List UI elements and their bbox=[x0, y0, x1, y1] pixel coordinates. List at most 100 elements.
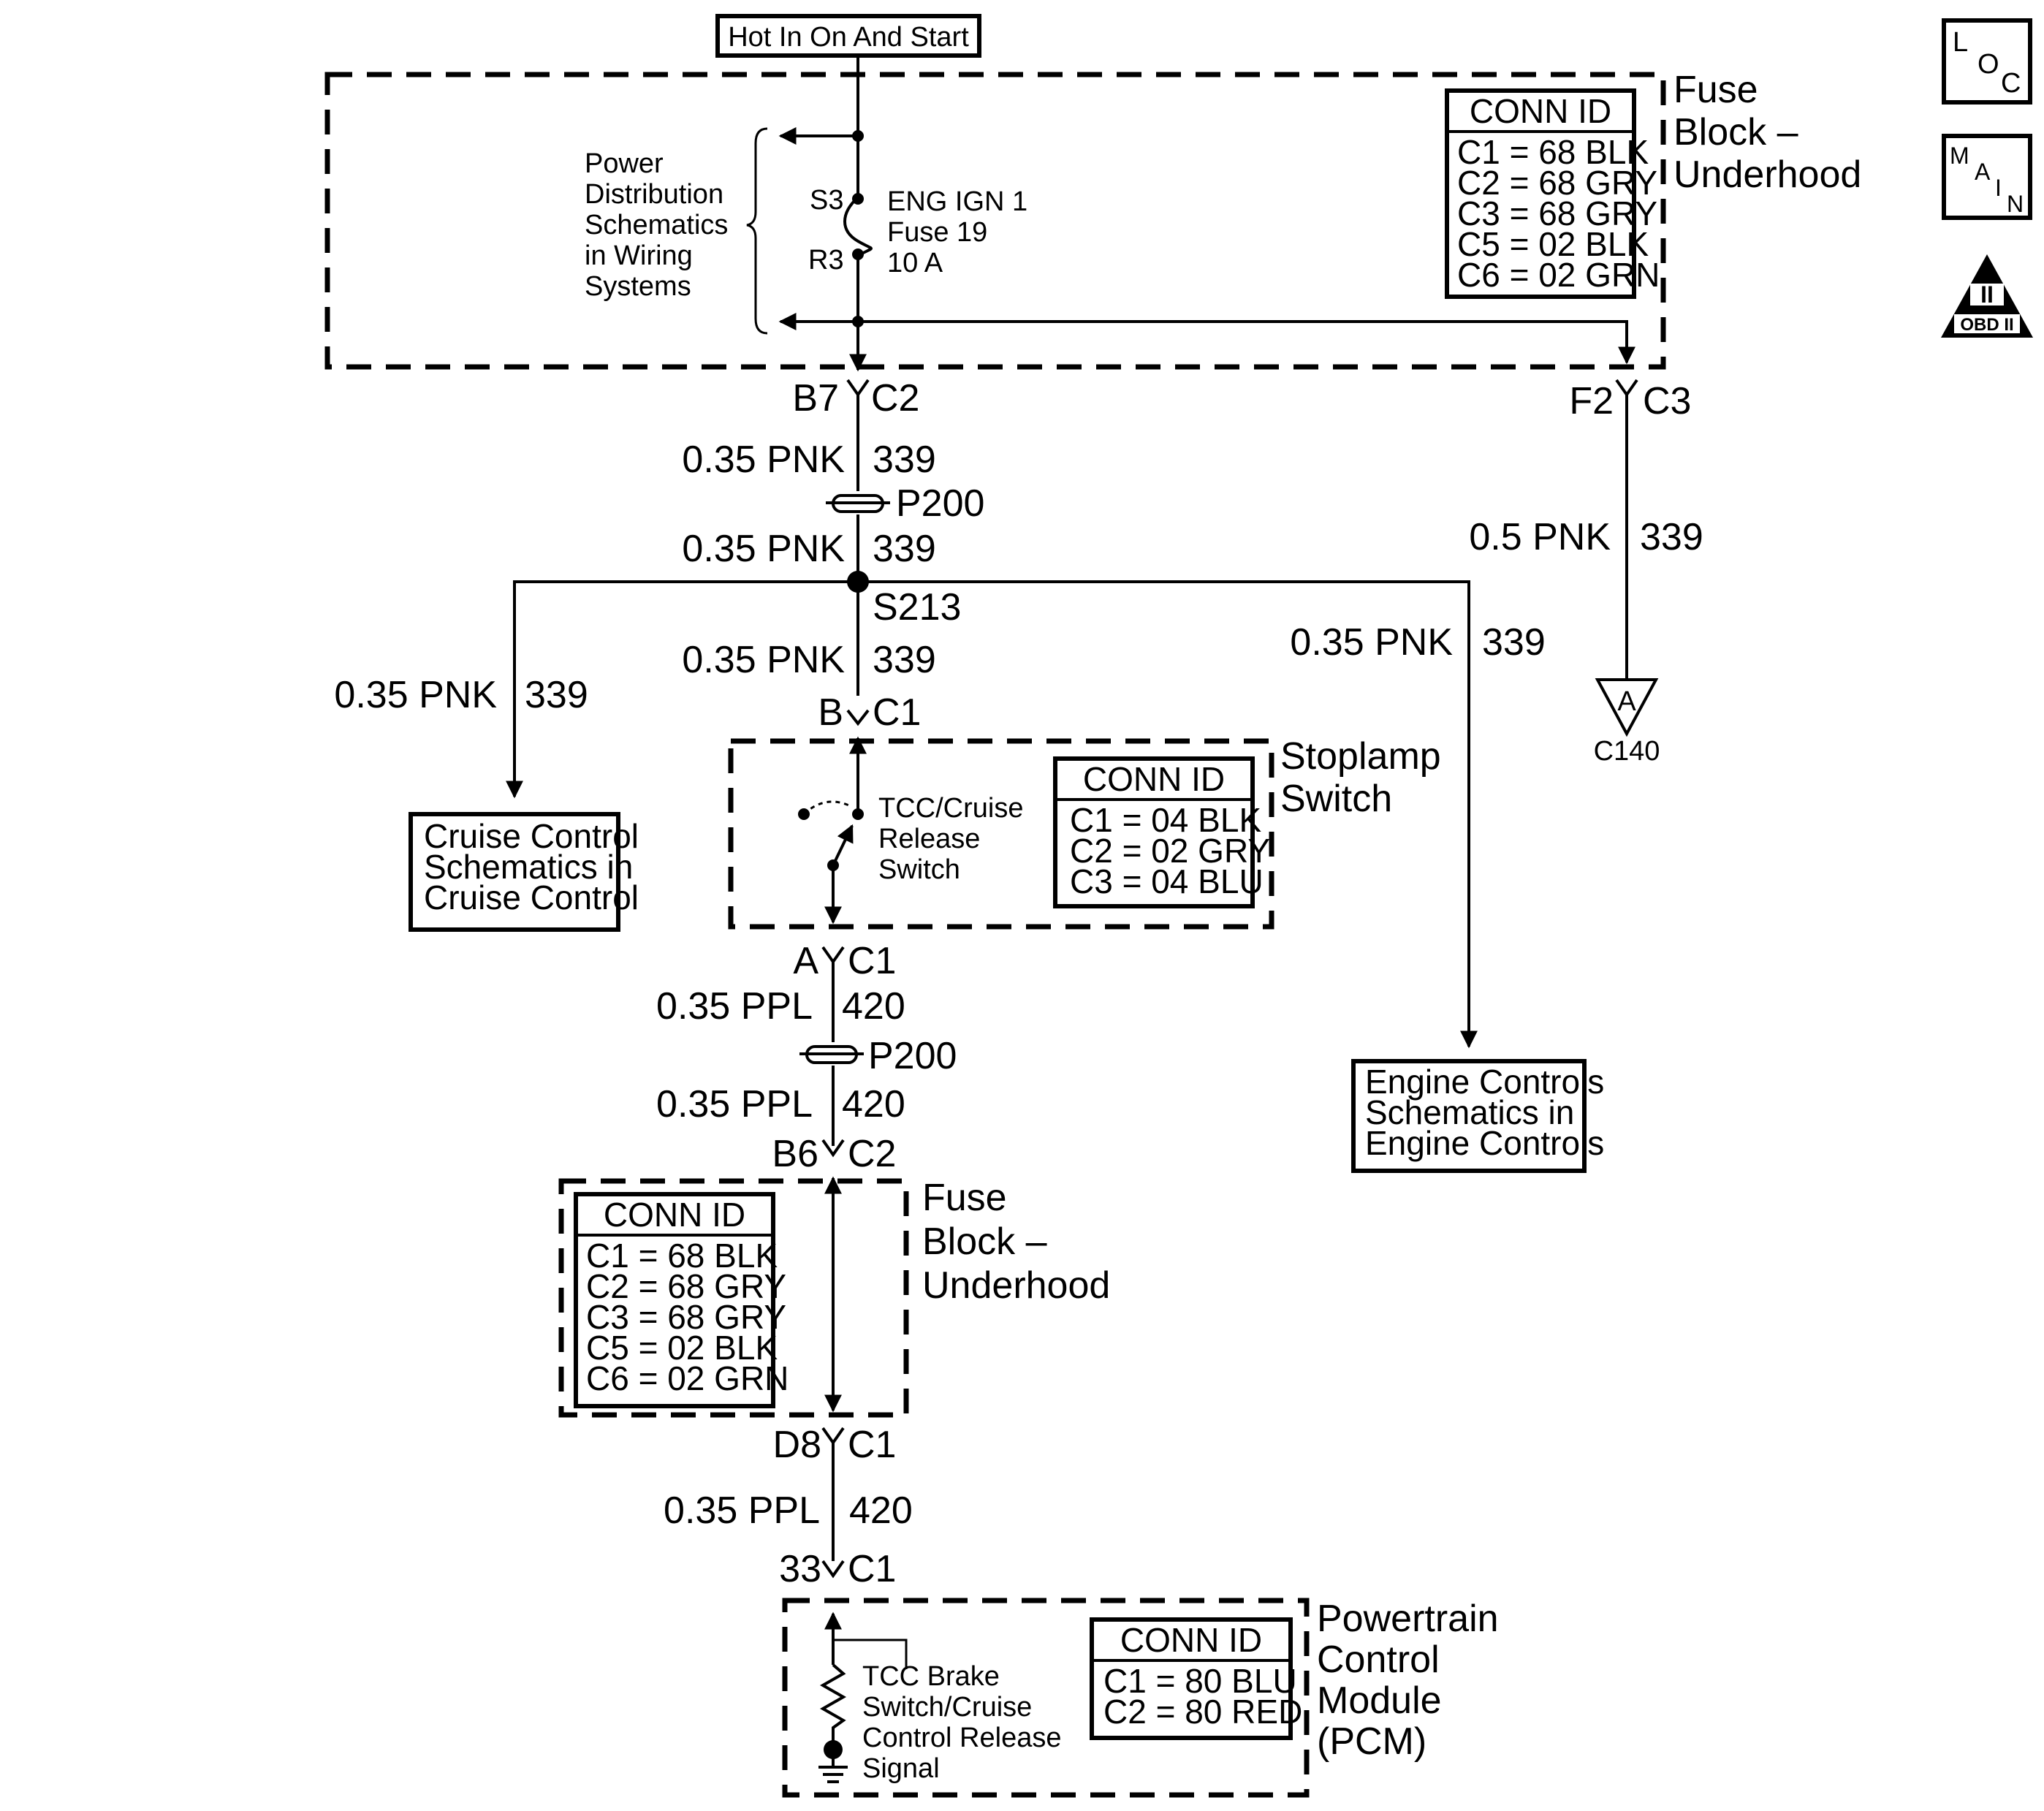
svg-text:P200: P200 bbox=[868, 1035, 957, 1077]
svg-text:C6 = 02 GRN: C6 = 02 GRN bbox=[1457, 256, 1660, 294]
fuse-block-bottom-outline bbox=[558, 1178, 909, 1418]
svg-text:C1 = 68 BLK: C1 = 68 BLK bbox=[586, 1237, 778, 1275]
svg-text:C2 = 80 RED: C2 = 80 RED bbox=[1103, 1693, 1302, 1731]
svg-text:Release: Release bbox=[878, 824, 980, 854]
svg-text:C: C bbox=[2001, 68, 2021, 99]
svg-text:Schematics in: Schematics in bbox=[424, 848, 633, 886]
svg-text:C1 = 68 BLK: C1 = 68 BLK bbox=[1457, 133, 1649, 171]
svg-text:C5 = 02 BLK: C5 = 02 BLK bbox=[586, 1329, 778, 1367]
svg-text:A: A bbox=[1975, 159, 1991, 185]
pcm-outline bbox=[782, 1598, 1310, 1798]
svg-text:C1: C1 bbox=[848, 1548, 896, 1590]
svg-text:L: L bbox=[1953, 27, 1968, 58]
svg-text:Cruise Control: Cruise Control bbox=[424, 817, 639, 855]
svg-text:C1: C1 bbox=[848, 1424, 896, 1466]
bracket bbox=[746, 127, 768, 335]
svg-text:Powertrain: Powertrain bbox=[1317, 1598, 1499, 1640]
tcc-brake-signal-label: TCC Brake Switch/Cruise Control Release … bbox=[862, 1661, 1061, 1784]
svg-text:TCC/Cruise: TCC/Cruise bbox=[878, 793, 1023, 824]
svg-text:Block –: Block – bbox=[922, 1220, 1047, 1263]
svg-text:10 A: 10 A bbox=[887, 248, 943, 278]
svg-text:Signal: Signal bbox=[862, 1753, 940, 1784]
svg-text:Switch/Cruise: Switch/Cruise bbox=[862, 1692, 1032, 1723]
stoplamp-switch-label: Stoplamp Switch bbox=[1280, 735, 1441, 820]
svg-text:A: A bbox=[1617, 686, 1636, 717]
svg-text:0.35 PPL: 0.35 PPL bbox=[664, 1489, 820, 1532]
fuse-block-top-conn-id: CONN ID C1 = 68 BLK C2 = 68 GRY C3 = 68 … bbox=[1445, 88, 1660, 299]
svg-text:Control: Control bbox=[1317, 1639, 1440, 1681]
loc-icon: L O C bbox=[1942, 18, 2032, 105]
pcm-conn-id: CONN ID C1 = 80 BLU C2 = 80 RED bbox=[1090, 1617, 1302, 1740]
svg-text:C1 = 04 BLK: C1 = 04 BLK bbox=[1070, 801, 1261, 839]
obd-ii-icon: II OBD II bbox=[1941, 254, 2033, 338]
svg-text:C1: C1 bbox=[848, 940, 896, 982]
cruise-control-ref: Cruise Control Schematics in Cruise Cont… bbox=[409, 812, 639, 932]
svg-text:Switch: Switch bbox=[1280, 778, 1392, 820]
svg-text:N: N bbox=[2007, 191, 2024, 217]
svg-text:A: A bbox=[793, 940, 818, 982]
svg-text:ENG IGN 1: ENG IGN 1 bbox=[887, 186, 1027, 217]
svg-text:C1: C1 bbox=[873, 691, 921, 734]
pin-f2: F2 bbox=[1569, 380, 1614, 422]
svg-text:S213: S213 bbox=[873, 586, 961, 629]
svg-text:Cruise Control: Cruise Control bbox=[424, 878, 639, 916]
svg-text:Power: Power bbox=[585, 148, 664, 179]
svg-text:420: 420 bbox=[842, 985, 905, 1028]
engine-controls-ref: Engine Controls Schematics in Engine Con… bbox=[1351, 1059, 1604, 1173]
fuse-block-bottom-label: Fuse Block – Underhood bbox=[922, 1177, 1110, 1307]
svg-text:420: 420 bbox=[849, 1489, 913, 1532]
svg-text:C3 = 68 GRY: C3 = 68 GRY bbox=[1457, 194, 1657, 232]
svg-text:Fuse: Fuse bbox=[1673, 69, 1758, 111]
svg-text:Block –: Block – bbox=[1673, 111, 1798, 153]
svg-text:420: 420 bbox=[842, 1083, 905, 1125]
svg-text:C2: C2 bbox=[848, 1133, 896, 1175]
svg-text:C2 = 68 GRY: C2 = 68 GRY bbox=[1457, 164, 1657, 202]
svg-text:CONN ID: CONN ID bbox=[604, 1196, 745, 1234]
svg-text:D8: D8 bbox=[773, 1424, 821, 1466]
svg-text:339: 339 bbox=[525, 674, 588, 716]
svg-text:TCC Brake: TCC Brake bbox=[862, 1661, 1000, 1692]
svg-text:C2 = 68 GRY: C2 = 68 GRY bbox=[586, 1267, 786, 1305]
fuse-block-bottom-conn-id: CONN ID C1 = 68 BLK C2 = 68 GRY C3 = 68 … bbox=[574, 1192, 789, 1408]
stoplamp-switch-outline bbox=[728, 738, 1274, 930]
pin-b7: B7 bbox=[792, 377, 839, 419]
svg-text:CONN ID: CONN ID bbox=[1120, 1621, 1262, 1659]
svg-text:Stoplamp: Stoplamp bbox=[1280, 735, 1441, 778]
svg-text:33: 33 bbox=[779, 1548, 821, 1590]
svg-text:Underhood: Underhood bbox=[922, 1264, 1110, 1307]
power-source-label: Hot In On And Start bbox=[728, 22, 969, 53]
svg-text:Engine Controls: Engine Controls bbox=[1365, 1063, 1604, 1101]
svg-text:P200: P200 bbox=[896, 482, 984, 525]
main-icon: M A I N bbox=[1942, 134, 2032, 220]
svg-text:Schematics: Schematics bbox=[585, 210, 728, 240]
stoplamp-conn-id: CONN ID C1 = 04 BLK C2 = 02 GRY C3 = 04 … bbox=[1053, 756, 1270, 908]
svg-text:0.35 PNK: 0.35 PNK bbox=[682, 528, 845, 570]
svg-text:B6: B6 bbox=[772, 1133, 818, 1175]
power-source-box: Hot In On And Start bbox=[715, 14, 981, 58]
svg-text:0.35 PNK: 0.35 PNK bbox=[1290, 621, 1453, 664]
svg-text:Underhood: Underhood bbox=[1673, 153, 1861, 196]
tcc-cruise-release-switch-label: TCC/Cruise Release Switch bbox=[878, 793, 1023, 885]
svg-text:C5 = 02 BLK: C5 = 02 BLK bbox=[1457, 225, 1649, 263]
p200-bottom: P200 bbox=[799, 1035, 957, 1077]
svg-text:Engine Controls: Engine Controls bbox=[1365, 1124, 1604, 1162]
svg-text:0.35 PNK: 0.35 PNK bbox=[682, 639, 845, 681]
fuse-pin-s3: S3 bbox=[810, 185, 843, 216]
svg-text:B: B bbox=[818, 691, 843, 734]
svg-text:0.35 PPL: 0.35 PPL bbox=[656, 985, 813, 1028]
svg-text:C6 = 02 GRN: C6 = 02 GRN bbox=[586, 1359, 789, 1397]
svg-text:II: II bbox=[1980, 281, 1994, 308]
fuse-pin-r3: R3 bbox=[808, 245, 844, 276]
svg-text:in Wiring: in Wiring bbox=[585, 240, 693, 271]
svg-text:339: 339 bbox=[873, 528, 936, 570]
pcm-label: Powertrain Control Module (PCM) bbox=[1317, 1598, 1499, 1763]
svg-text:(PCM): (PCM) bbox=[1317, 1720, 1426, 1763]
svg-text:0.35 PNK: 0.35 PNK bbox=[334, 674, 497, 716]
svg-text:339: 339 bbox=[1482, 621, 1546, 664]
svg-text:C140: C140 bbox=[1594, 736, 1660, 767]
svg-text:0.35 PPL: 0.35 PPL bbox=[656, 1083, 813, 1125]
svg-text:Fuse 19: Fuse 19 bbox=[887, 217, 987, 248]
connector-c140: A C140 bbox=[1594, 678, 1660, 767]
svg-text:OBD II: OBD II bbox=[1960, 315, 2013, 335]
svg-text:Switch: Switch bbox=[878, 854, 960, 885]
